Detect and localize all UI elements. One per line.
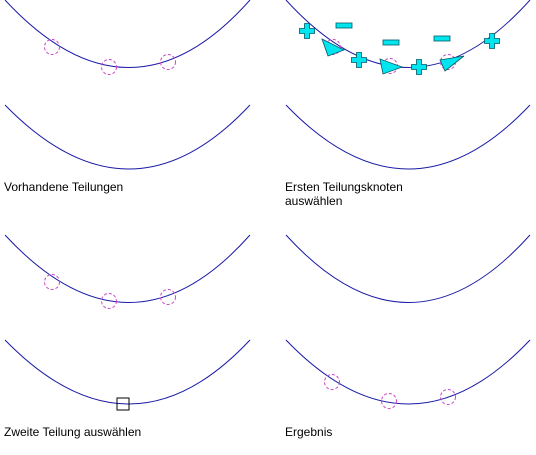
division-node-icon[interactable] xyxy=(101,59,117,75)
minus-grip-icon[interactable] xyxy=(335,22,353,29)
arc-upper xyxy=(4,234,251,303)
panel-second-division xyxy=(4,234,251,411)
arc-upper xyxy=(4,0,251,68)
arc-lower xyxy=(285,339,531,405)
caption-second-division: Zweite Teilung auswählen xyxy=(4,425,141,439)
arrow-grip-icon[interactable] xyxy=(439,55,465,72)
caption-existing: Vorhandene Teilungen xyxy=(4,180,123,194)
minus-grip-icon[interactable] xyxy=(382,39,400,46)
plus-grip-icon[interactable] xyxy=(351,52,367,68)
division-node-icon[interactable] xyxy=(324,374,340,390)
caption-line: Zweite Teilung auswählen xyxy=(4,425,142,439)
panel-first-node xyxy=(285,0,531,170)
division-node-icon[interactable] xyxy=(160,289,176,305)
caption-line: Vorhandene Teilungen xyxy=(4,180,124,194)
division-node-icon[interactable] xyxy=(101,293,117,309)
panel-result xyxy=(285,234,531,409)
arrow-grip-icon[interactable] xyxy=(379,58,404,75)
selection-box-icon[interactable] xyxy=(116,397,130,411)
division-node-icon[interactable] xyxy=(44,39,60,55)
plus-grip-icon[interactable] xyxy=(411,59,427,75)
division-node-icon[interactable] xyxy=(381,393,397,409)
minus-grip-icon[interactable] xyxy=(433,35,451,42)
caption-line: auswählen xyxy=(285,194,343,208)
arc-upper xyxy=(285,0,531,68)
caption-line: Ersten Teilungsknoten xyxy=(285,180,403,194)
panel-existing xyxy=(4,0,251,170)
arrow-grip-icon[interactable] xyxy=(321,38,345,57)
arc-lower xyxy=(285,104,531,170)
division-node-icon[interactable] xyxy=(160,54,176,70)
caption-line: Ergebnis xyxy=(285,425,333,439)
plus-grip-icon[interactable] xyxy=(299,23,315,39)
caption-first-node: Ersten Teilungsknoten auswählen xyxy=(285,180,403,208)
plus-grip-icon[interactable] xyxy=(484,33,500,49)
arc-upper xyxy=(285,234,531,303)
caption-result: Ergebnis xyxy=(285,425,332,439)
division-node-icon[interactable] xyxy=(440,389,456,405)
division-node-icon[interactable] xyxy=(44,274,60,290)
arc-lower xyxy=(4,339,251,405)
arc-lower xyxy=(4,104,251,170)
